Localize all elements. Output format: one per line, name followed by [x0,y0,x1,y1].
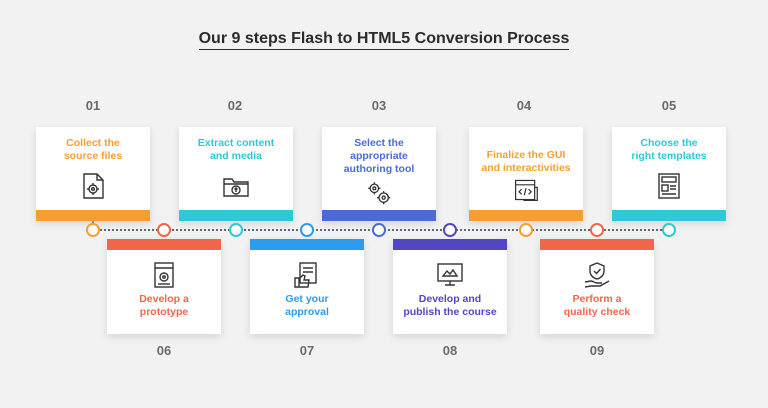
step-number-06: 06 [156,343,172,358]
step-number-03: 03 [371,98,387,113]
gears-icon [368,182,391,205]
step-bar-06 [107,239,221,250]
timeline-dot-01 [86,223,100,237]
step-number-01: 01 [85,98,101,113]
step-number-02: 02 [227,98,243,113]
step-number-05: 05 [661,98,677,113]
step-bar-05 [612,210,726,221]
step-number-04: 04 [516,98,532,113]
step-number-08: 08 [442,343,458,358]
code-window-icon [514,179,538,202]
hand-shield-icon [584,262,610,288]
file-gear-icon [83,173,104,199]
step-bar-01 [36,210,150,221]
timeline-dot-08 [443,223,457,237]
prototype-doc-icon [154,262,174,288]
timeline-dot-04 [519,223,533,237]
folder-upload-icon [223,178,249,197]
timeline-dot-02 [229,223,243,237]
template-layout-icon [658,173,680,199]
timeline-dot-03 [372,223,386,237]
timeline-dot-07 [300,223,314,237]
timeline-dot-09 [590,223,604,237]
step-number-07: 07 [299,343,315,358]
page-title: Our 9 steps Flash to HTML5 Conversion Pr… [0,30,768,50]
course-screen-icon [437,263,463,286]
step-bar-07 [250,239,364,250]
step-number-09: 09 [589,343,605,358]
step-bar-03 [322,210,436,221]
step-bar-09 [540,239,654,250]
timeline-dot-06 [157,223,171,237]
step-bar-04 [469,210,583,221]
approval-doc-icon [294,262,317,288]
step-bar-08 [393,239,507,250]
timeline-dot-05 [662,223,676,237]
step-bar-02 [179,210,293,221]
